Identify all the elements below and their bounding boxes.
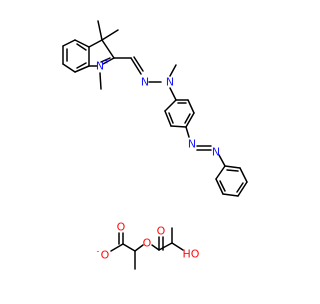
anion-atom-labels: O - O O O HO xyxy=(97,221,200,262)
atom-charge-plus: + xyxy=(104,57,111,66)
atom-label-hydroxyl: HO xyxy=(183,248,200,261)
atom-label-o-minus: O xyxy=(101,249,110,262)
atom-label-o-carbonyl-2: O xyxy=(157,225,166,238)
atom-label-n-hydrazone-2: N xyxy=(166,76,174,89)
atom-label-o-ester: O xyxy=(143,237,152,250)
atom-label-n-plus: N xyxy=(96,60,104,73)
cation-atom-labels: N + N N N N xyxy=(96,57,220,159)
atom-label-n-hydrazone-1: N xyxy=(141,76,149,89)
atom-label-o-carbonyl-1: O xyxy=(117,221,126,234)
anion-bonds xyxy=(110,227,184,270)
atom-label-n-azo-2: N xyxy=(212,146,220,159)
cation-bonds xyxy=(62,20,248,197)
structure-canvas: N + N N N N O - O O O HO xyxy=(62,20,248,270)
chemical-structure-diagram: N + N N N N O - O O O HO xyxy=(62,20,248,270)
atom-label-n-azo-1: N xyxy=(188,138,196,151)
atom-charge-minus: - xyxy=(97,247,100,256)
